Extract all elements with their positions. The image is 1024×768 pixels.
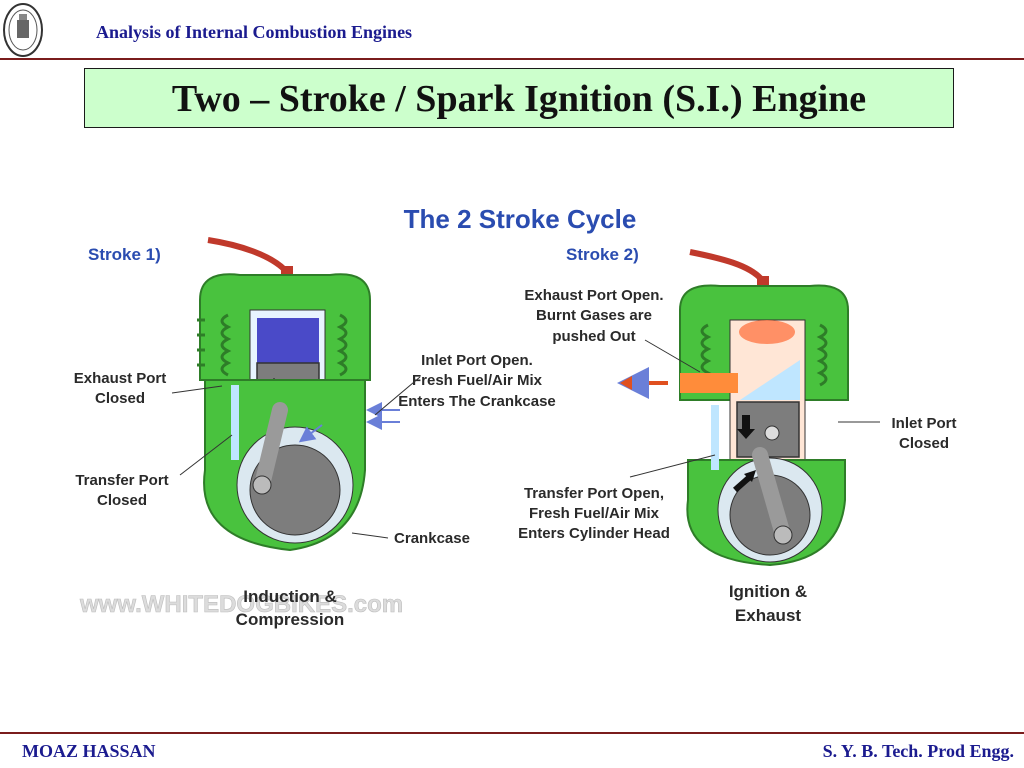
stroke2-caption-1: Ignition &	[729, 582, 807, 601]
stroke2-exhaust-label-1: Exhaust Port Open.	[524, 287, 663, 304]
stroke1-transfer-label-2: Closed	[97, 492, 147, 509]
stroke1-crankcase-label: Crankcase	[394, 530, 470, 547]
stroke1-exhaust-label-2: Closed	[95, 390, 145, 407]
footer-course: S. Y. B. Tech. Prod Engg.	[822, 741, 1014, 761]
footer-author: MOAZ HASSAN	[22, 741, 156, 761]
header-title: Analysis of Internal Combustion Engines	[96, 22, 413, 42]
stroke1-label: Stroke 1)	[88, 245, 161, 264]
stroke2-transfer-label-2: Fresh Fuel/Air Mix	[529, 505, 660, 522]
footer-rule	[0, 732, 1024, 734]
header-rule	[0, 58, 1024, 60]
stroke1-inlet-label-2: Fresh Fuel/Air Mix	[412, 372, 543, 389]
stroke2-transfer-label-3: Enters Cylinder Head	[518, 525, 670, 542]
stroke1-inlet-label-3: Enters The Crankcase	[398, 393, 556, 410]
stroke2-transfer-label-1: Transfer Port Open,	[524, 485, 664, 502]
engine-2	[617, 249, 849, 567]
stroke1-caption-1: Induction &	[243, 587, 336, 606]
cycle-title: The 2 Stroke Cycle	[404, 204, 637, 234]
slide-title: Two – Stroke / Spark Ignition (S.I.) Eng…	[171, 78, 867, 120]
stroke2-exhaust-label-2: Burnt Gases are	[536, 307, 652, 324]
stroke2-inlet-label-1: Inlet Port	[891, 415, 956, 432]
stroke1-inlet-label-1: Inlet Port Open.	[421, 352, 533, 369]
slide-title-box: Two – Stroke / Spark Ignition (S.I.) Eng…	[84, 68, 954, 128]
stroke2-label: Stroke 2)	[566, 245, 639, 264]
stroke2-exhaust-label-3: pushed Out	[552, 328, 635, 345]
engine-1	[197, 237, 400, 552]
watermark: www.WHITEDOGBIKES.com	[79, 591, 403, 618]
stroke1-caption-2: Compression	[236, 610, 345, 629]
stroke2-caption-2: Exhaust	[735, 606, 801, 625]
stroke1-exhaust-label-1: Exhaust Port	[74, 370, 167, 387]
stroke2-inlet-label-2: Closed	[899, 435, 949, 452]
two-stroke-diagram: The 2 Stroke Cycle Stroke 1)	[74, 204, 957, 629]
stroke1-transfer-label-1: Transfer Port	[75, 472, 168, 489]
institute-logo	[3, 3, 43, 57]
